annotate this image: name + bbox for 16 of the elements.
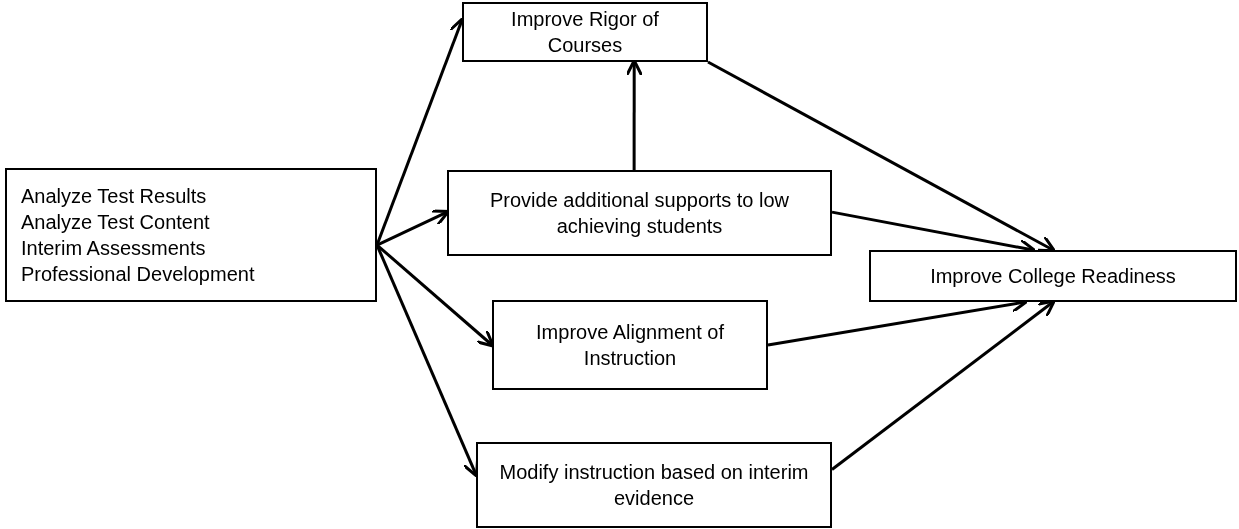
process-box xyxy=(492,300,768,390)
box-text: Interim Assessments xyxy=(21,236,206,261)
box-text: Analyze Test Results xyxy=(21,184,207,209)
process-box xyxy=(462,2,708,62)
box-text: Provide additional supports to low achieving students xyxy=(488,188,791,239)
process-box xyxy=(476,442,832,528)
box-text: Improve Alignment of Instruction xyxy=(535,320,725,371)
box-text: Analyze Test Content xyxy=(21,210,210,235)
box-text: Improve Rigor of Courses xyxy=(510,7,660,58)
box-text: Improve College Readiness xyxy=(930,264,1176,289)
arrow xyxy=(707,60,1056,253)
process-box xyxy=(5,168,377,302)
process-box xyxy=(447,170,832,256)
box-text: Modify instruction based on interim evidence xyxy=(498,460,810,511)
box-text: Professional Development xyxy=(21,262,255,287)
process-box xyxy=(869,250,1237,302)
